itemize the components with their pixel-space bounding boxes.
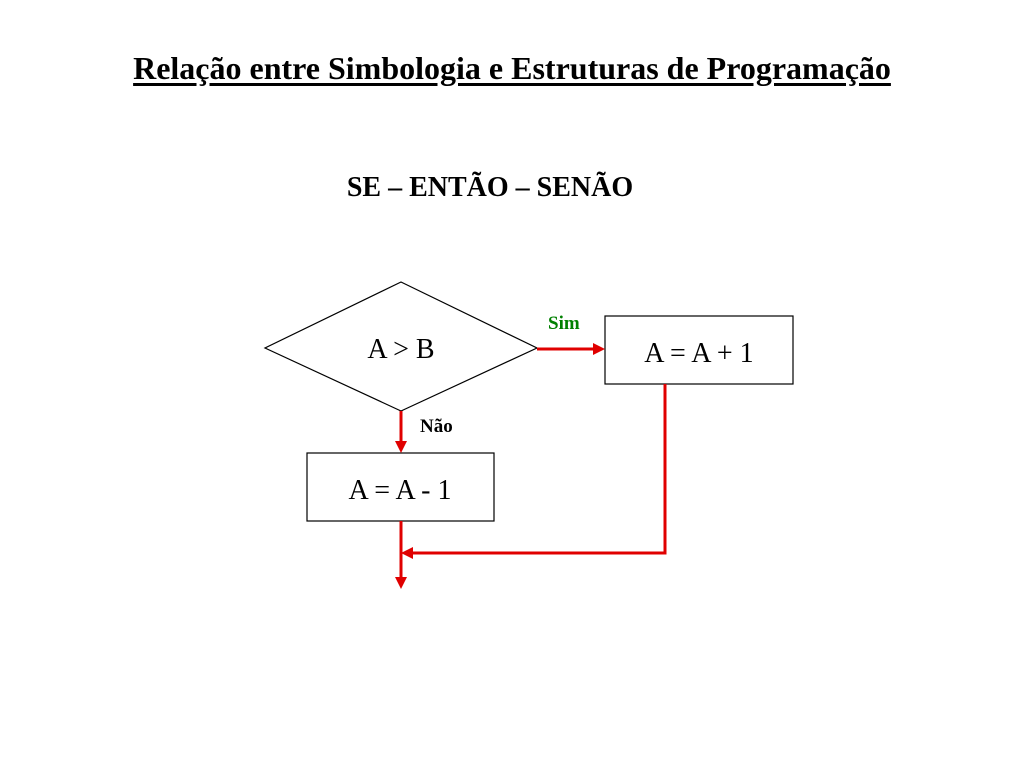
process-box-yes <box>604 315 794 385</box>
slide-title: Relação entre Simbologia e Estruturas de… <box>133 50 891 86</box>
process-no-label: A = A - 1 <box>349 475 452 506</box>
decision-label: A > B <box>367 334 434 365</box>
arrow-yes <box>537 343 605 355</box>
arrow-exit <box>395 521 407 589</box>
process-yes-label: A = A + 1 <box>644 338 753 369</box>
process-box-no <box>306 452 495 522</box>
merge-connector <box>401 384 667 559</box>
edge-yes-label: Sim <box>548 313 580 334</box>
arrow-no <box>395 411 407 453</box>
edge-no-label: Não <box>420 416 453 437</box>
slide-subtitle: SE – ENTÃO – SENÃO <box>346 172 634 203</box>
